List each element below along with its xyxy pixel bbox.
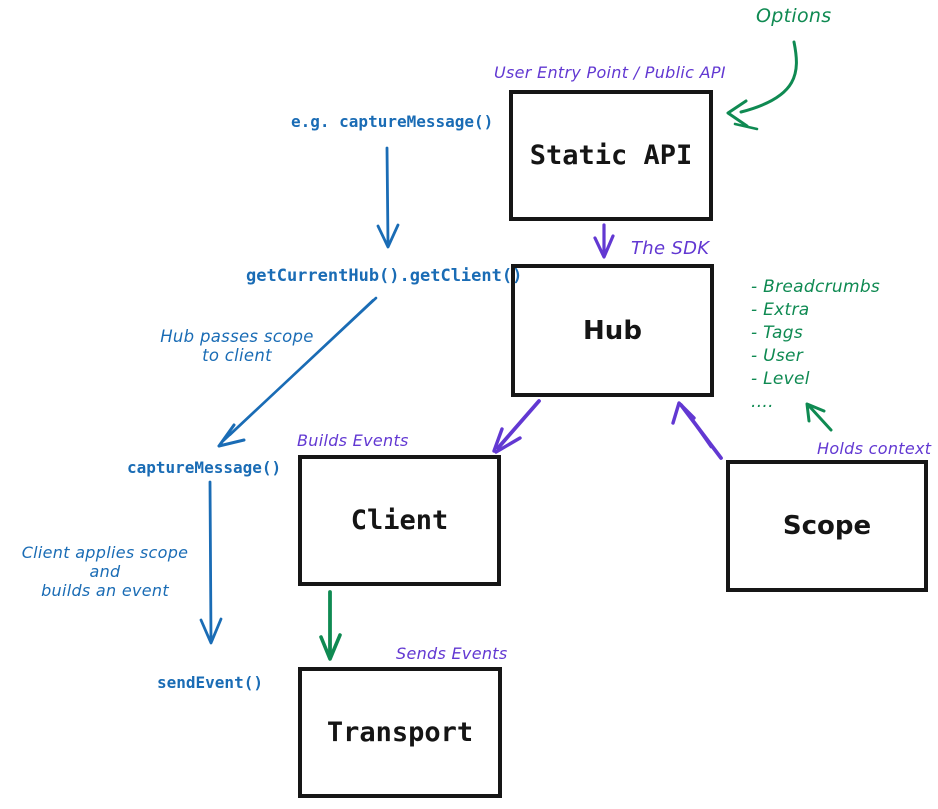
options-arrow [726, 40, 798, 131]
user-entry-point-label: User Entry Point / Public API [494, 63, 726, 82]
holds-context-to-list-arrow [805, 402, 833, 432]
getclient-to-capturemessage-arrow [217, 296, 378, 448]
capture-message-label: captureMessage() [127, 458, 282, 477]
scope-context-item: - Breadcrumbs [751, 277, 881, 297]
hub-box: Hub [511, 264, 714, 397]
static-api-box: Static API [509, 90, 713, 221]
scope-context-item: - Extra [751, 300, 810, 320]
holds-context-label: Holds context [817, 439, 932, 458]
builds-events-label: Builds Events [297, 431, 409, 450]
scope-context-item: - Tags [751, 323, 804, 343]
scope-box-label: Scope [782, 511, 872, 541]
eg-capture-message-label: e.g. captureMessage() [291, 112, 494, 131]
scope-context-list: - Breadcrumbs - Extra - Tags - User - Le… [751, 276, 880, 414]
hub-to-client-arrow [492, 399, 541, 454]
hub-box-label: Hub [583, 315, 642, 346]
transport-box-label: Transport [326, 717, 474, 748]
staticapi-to-hub-arrow [593, 223, 615, 259]
scope-context-item: - Level [751, 369, 810, 389]
scope-context-item: - User [751, 346, 804, 366]
client-box: Client [298, 455, 501, 586]
hub-passes-scope-label: Hub passes scope to client [160, 327, 314, 365]
options-label: Options [756, 5, 832, 27]
transport-box: Transport [298, 667, 502, 798]
the-sdk-label: The SDK [631, 238, 710, 259]
scope-context-item: .... [751, 392, 774, 412]
client-box-label: Client [350, 505, 449, 536]
static-api-box-label: Static API [529, 140, 693, 171]
client-to-transport-arrow [319, 590, 342, 661]
scope-box: Scope [726, 460, 928, 592]
get-current-hub-label: getCurrentHub().getClient() [246, 266, 523, 286]
scope-to-hub-arrow [671, 401, 723, 460]
capturemessage-to-sendevent-arrow [199, 480, 223, 645]
sends-events-label: Sends Events [396, 644, 508, 663]
client-applies-scope-label: Client applies scope and builds an event [21, 543, 189, 600]
send-event-label: sendEvent() [157, 673, 263, 692]
capture-to-getcurrenthub-arrow [376, 146, 400, 249]
